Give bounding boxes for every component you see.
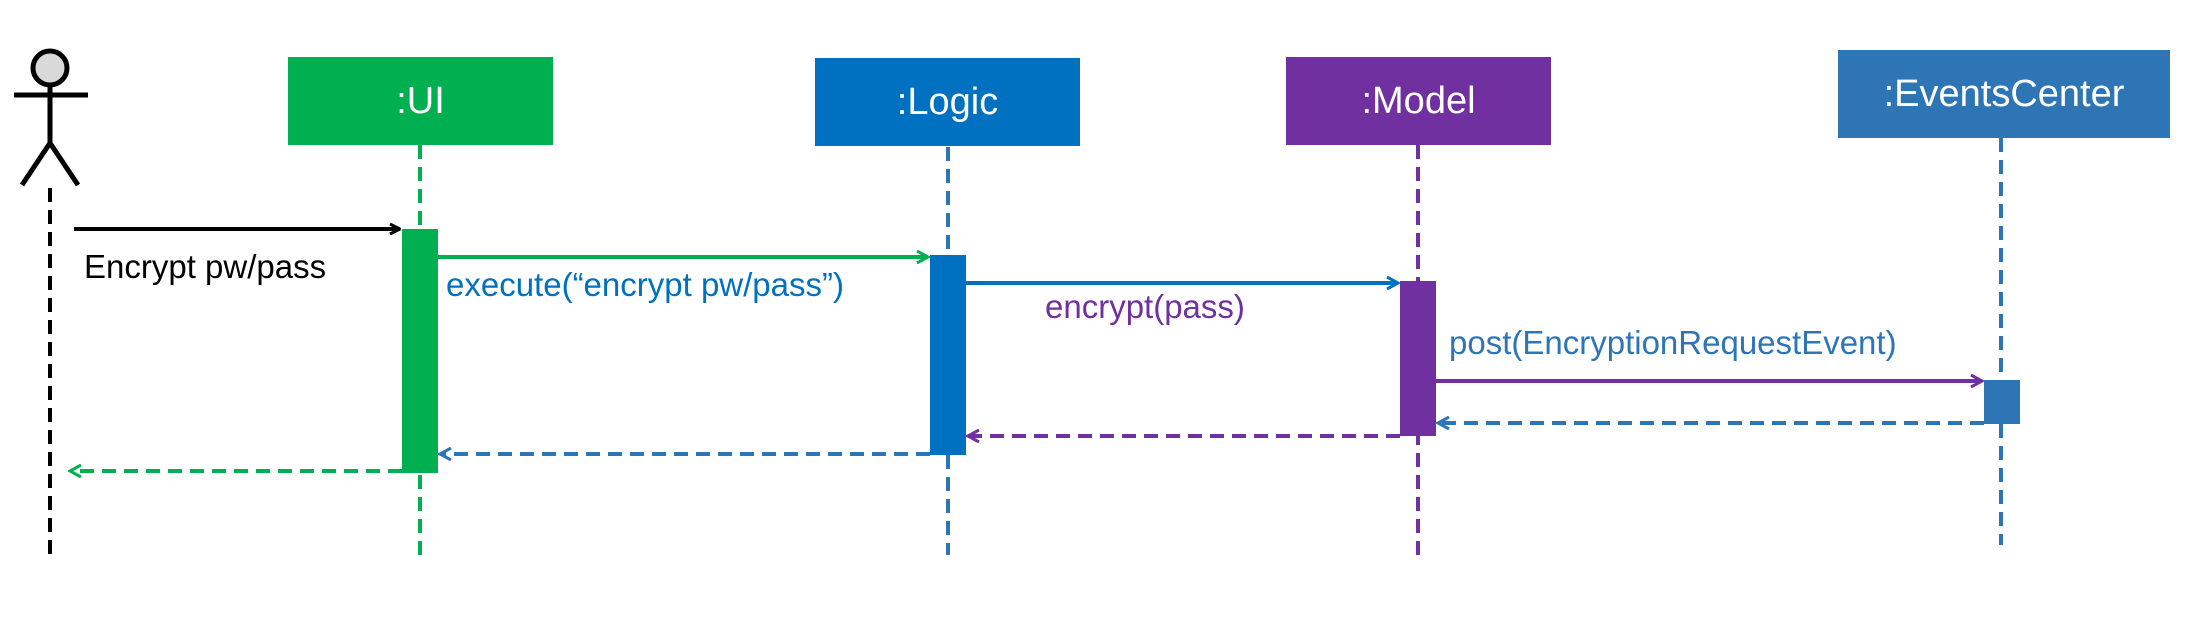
stick-figure-user-icon [14,48,88,187]
activation-events [1984,380,2020,424]
message-label-encrypt-pass: encrypt(pass) [1045,288,1245,325]
message-label-encrypt-request: Encrypt pw/pass [84,248,327,285]
participant-events-center: :EventsCenter [1838,50,2170,138]
message-label-post-event: post(EncryptionRequestEvent) [1449,324,1897,361]
activation-model [1400,281,1436,436]
participant-logic: :Logic [815,58,1080,146]
participant-events-center-label: :EventsCenter [1883,72,2125,115]
participant-ui: :UI [288,57,553,145]
message-label-execute: execute(“encrypt pw/pass”) [446,266,844,303]
participant-model-label: :Model [1361,79,1476,122]
participant-model: :Model [1286,57,1551,145]
activation-ui [402,229,438,473]
participant-ui-label: :UI [396,79,445,122]
activation-logic [930,255,966,455]
participant-logic-label: :Logic [896,80,999,123]
